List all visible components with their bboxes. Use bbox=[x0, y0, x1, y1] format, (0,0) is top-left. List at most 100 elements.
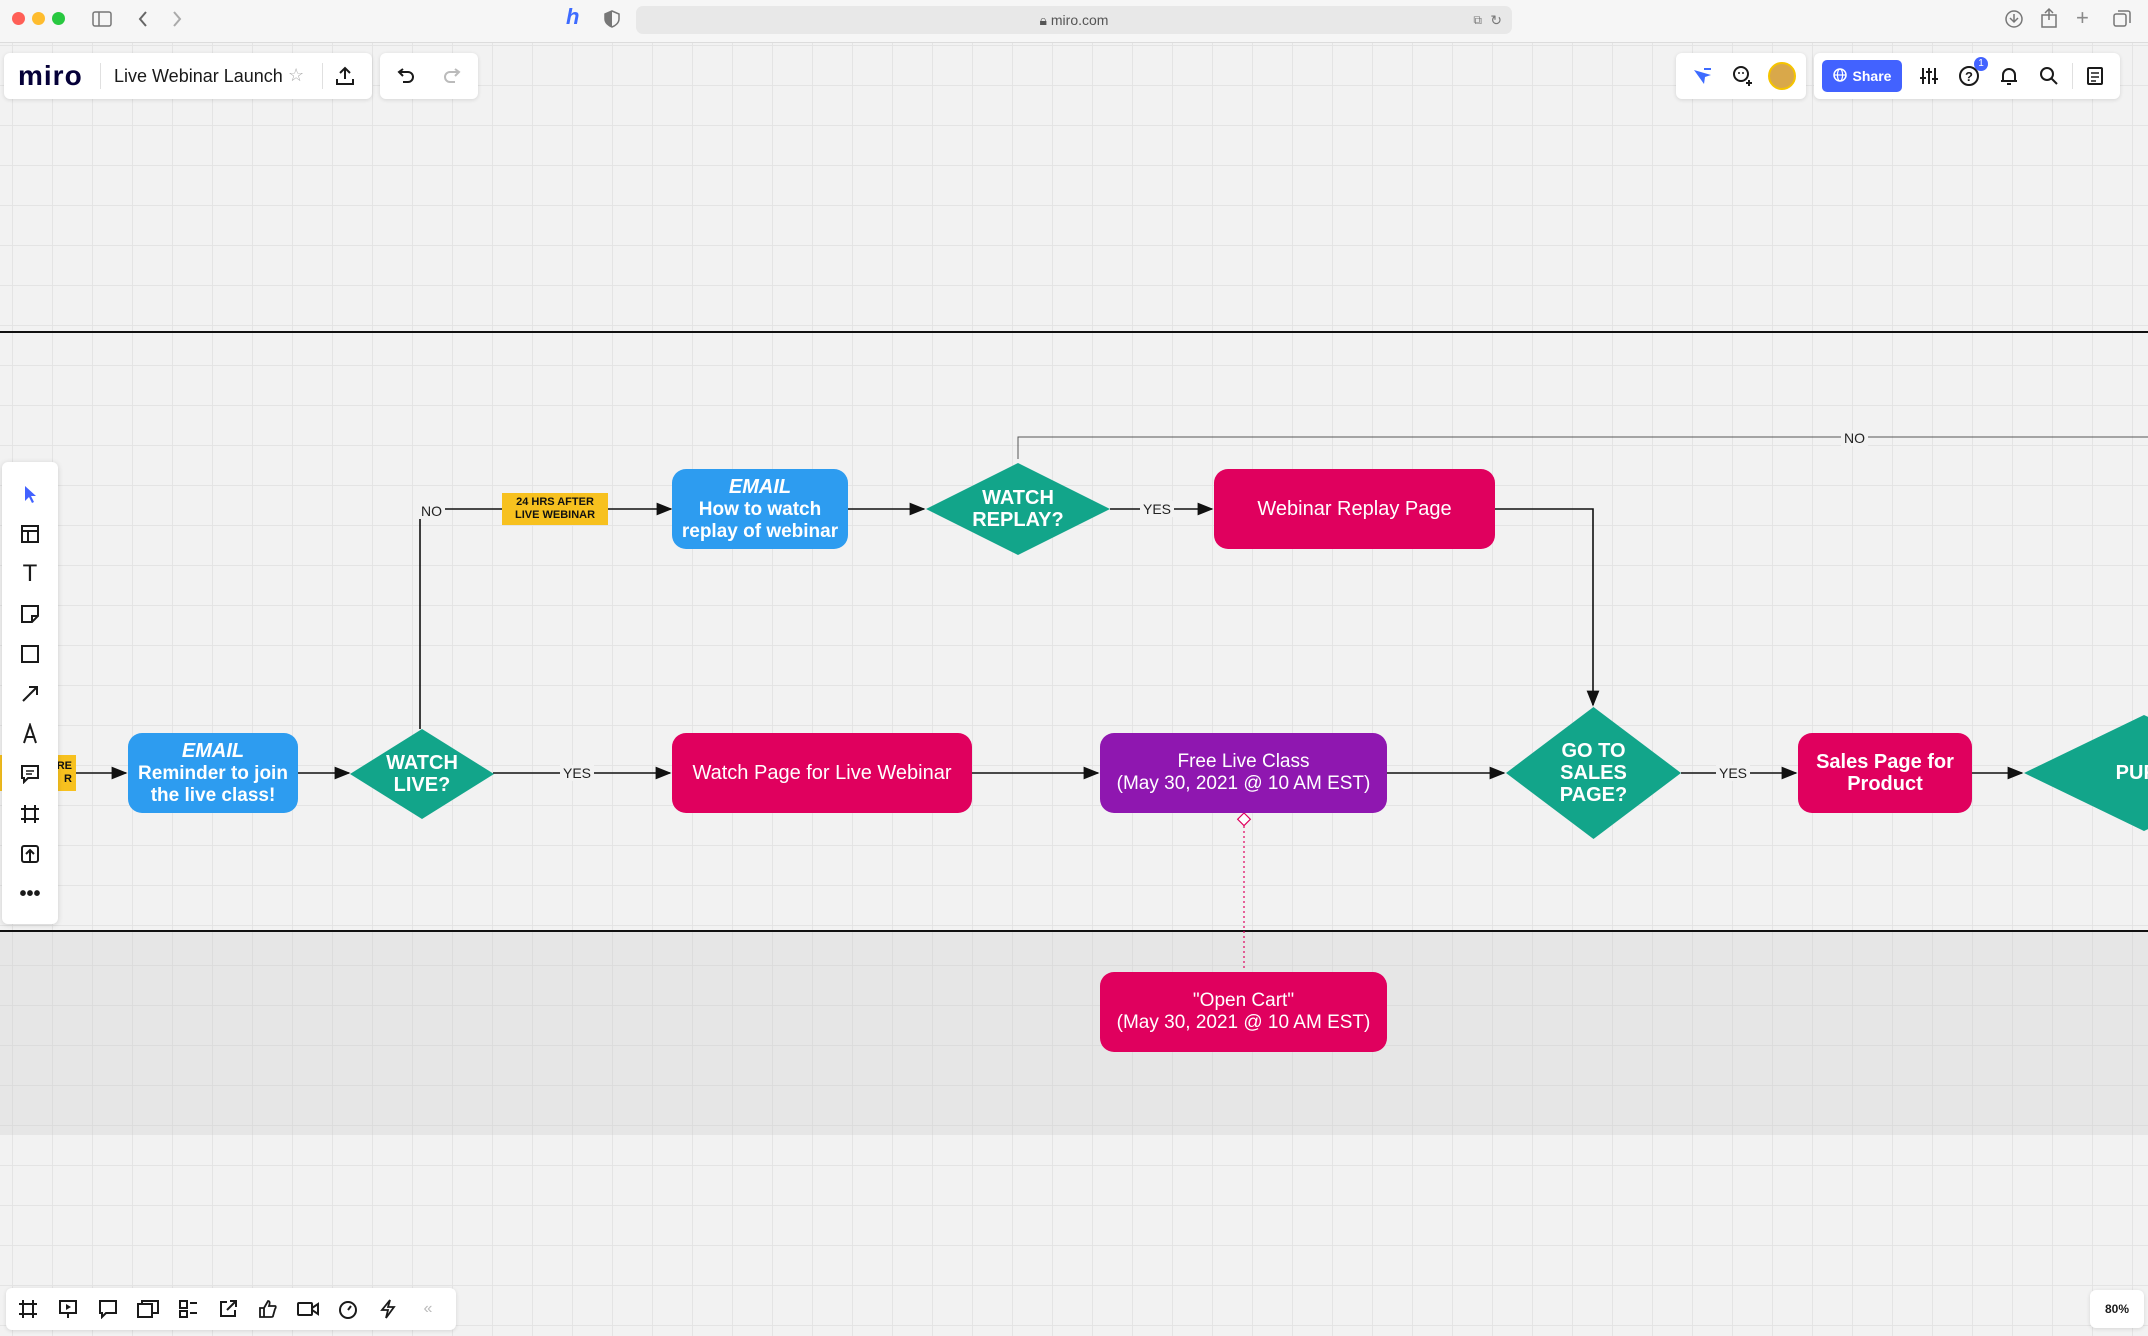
url-text: miro.com bbox=[1050, 12, 1109, 28]
card-text: Watch Page for Live Webinar bbox=[692, 761, 952, 784]
timer-icon[interactable] bbox=[336, 1297, 360, 1321]
reactions-icon[interactable] bbox=[256, 1297, 280, 1321]
pen-icon[interactable] bbox=[16, 720, 44, 748]
card-text: the live class! bbox=[150, 784, 276, 806]
redo-icon[interactable] bbox=[440, 63, 466, 89]
watch-live-decision[interactable]: WATCH LIVE? bbox=[350, 729, 494, 819]
extension-icon[interactable]: h bbox=[566, 4, 580, 29]
sticky-note[interactable]: 24 HRS AFTER LIVE WEBINAR bbox=[502, 493, 608, 525]
bell-icon[interactable] bbox=[1996, 63, 2022, 89]
frame-icon[interactable] bbox=[16, 800, 44, 828]
collapse-icon[interactable]: « bbox=[423, 1300, 433, 1317]
browser-toolbar: h 🔒︎ miro.com ⧉ ↻ + bbox=[0, 0, 2148, 43]
divider bbox=[2072, 63, 2073, 89]
card-text: How to watch bbox=[698, 498, 822, 520]
export-icon[interactable] bbox=[332, 63, 358, 89]
decision-text: SALES bbox=[1560, 762, 1627, 784]
select-cursor-icon[interactable] bbox=[16, 480, 44, 508]
invite-collaborator-icon[interactable] bbox=[1730, 63, 1756, 89]
connector bbox=[419, 508, 502, 729]
comments-icon[interactable] bbox=[96, 1297, 120, 1321]
edge-label-yes: YES bbox=[1140, 501, 1175, 517]
swimlane-divider-bottom bbox=[0, 930, 2148, 932]
url-bar[interactable]: 🔒︎ miro.com ⧉ ↻ bbox=[636, 6, 1512, 34]
sticky-text: R bbox=[64, 773, 72, 785]
more-tools-icon[interactable]: ••• bbox=[19, 882, 41, 905]
comment-icon[interactable] bbox=[16, 760, 44, 788]
card-text: Free Live Class bbox=[1177, 751, 1310, 772]
zoom-level[interactable]: 80% bbox=[2090, 1290, 2144, 1328]
sales-page-card[interactable]: Sales Page for Product bbox=[1798, 733, 1972, 813]
privacy-shield-icon[interactable] bbox=[604, 10, 620, 32]
presentation-icon[interactable] bbox=[56, 1297, 80, 1321]
forward-icon[interactable] bbox=[170, 9, 184, 33]
back-icon[interactable] bbox=[136, 9, 150, 33]
sticky-text: RE bbox=[56, 760, 72, 772]
notes-list-icon[interactable] bbox=[2082, 63, 2108, 89]
kanban-icon[interactable] bbox=[176, 1297, 200, 1321]
undo-icon[interactable] bbox=[392, 63, 418, 89]
reload-icon[interactable]: ↻ bbox=[1490, 12, 1502, 28]
templates-icon[interactable] bbox=[16, 520, 44, 548]
watch-page-card[interactable]: Watch Page for Live Webinar bbox=[672, 733, 972, 813]
decision-text: REPLAY? bbox=[972, 509, 1064, 531]
card-text: Product bbox=[1847, 773, 1923, 795]
tab-overview-icon[interactable] bbox=[2112, 9, 2132, 33]
card-text: (May 30, 2021 @ 10 AM EST) bbox=[1116, 1012, 1371, 1033]
globe-icon bbox=[1832, 67, 1847, 85]
sales-page-decision[interactable]: GO TO SALES PAGE? bbox=[1506, 707, 1681, 839]
shape-icon[interactable] bbox=[16, 640, 44, 668]
card-text: Sales Page for bbox=[1816, 751, 1954, 773]
close-window-button[interactable] bbox=[12, 12, 25, 25]
upload-icon[interactable] bbox=[16, 840, 44, 868]
zoom-window-button[interactable] bbox=[52, 12, 65, 25]
translate-icon[interactable]: ⧉ bbox=[1473, 13, 1482, 27]
edge-label-yes: YES bbox=[560, 765, 595, 781]
purchase-decision[interactable]: PURC bbox=[2024, 715, 2148, 831]
email-replay-card[interactable]: EMAIL How to watch replay of webinar bbox=[672, 469, 848, 549]
video-call-icon[interactable] bbox=[296, 1297, 320, 1321]
star-icon[interactable]: ☆ bbox=[288, 65, 305, 85]
miro-logo[interactable]: miro bbox=[18, 60, 83, 91]
email-reminder-card[interactable]: EMAIL Reminder to join the live class! bbox=[128, 733, 298, 813]
connector bbox=[1017, 436, 2148, 459]
free-live-class-card[interactable]: Free Live Class (May 30, 2021 @ 10 AM ES… bbox=[1100, 733, 1387, 813]
edge-label-yes: YES bbox=[1716, 765, 1751, 781]
text-icon[interactable]: T bbox=[22, 560, 38, 587]
share-page-icon[interactable] bbox=[2040, 7, 2058, 33]
decision-text: LIVE? bbox=[393, 774, 451, 796]
minimize-window-button[interactable] bbox=[32, 12, 45, 25]
notification-badge: 1 bbox=[1974, 57, 1988, 71]
board-canvas[interactable]: NO NO YES YES YES RE R EMAIL Reminder to… bbox=[0, 43, 2148, 1336]
board-actions-panel: Share ? 1 bbox=[1814, 53, 2120, 99]
collaboration-panel bbox=[1676, 53, 1806, 99]
undo-redo-panel bbox=[380, 53, 478, 99]
settings-sliders-icon[interactable] bbox=[1916, 63, 1942, 89]
connector bbox=[1495, 508, 1600, 707]
cards-icon[interactable] bbox=[136, 1297, 160, 1321]
cursor-attention-icon[interactable] bbox=[1688, 64, 1714, 90]
connection-line-icon[interactable] bbox=[16, 680, 44, 708]
new-tab-icon[interactable]: + bbox=[2076, 5, 2089, 30]
connectors-layer bbox=[58, 436, 2148, 971]
webinar-replay-page-card[interactable]: Webinar Replay Page bbox=[1214, 469, 1495, 549]
share-label: Share bbox=[1852, 68, 1892, 84]
embed-icon[interactable] bbox=[216, 1297, 240, 1321]
divider bbox=[322, 63, 323, 89]
sticky-note-icon[interactable] bbox=[16, 600, 44, 628]
lightning-icon[interactable] bbox=[376, 1297, 400, 1321]
search-icon[interactable] bbox=[2036, 63, 2062, 89]
board-title[interactable]: Live Webinar Launch bbox=[114, 66, 283, 86]
sidebar-toggle-icon[interactable] bbox=[92, 10, 112, 32]
frames-icon[interactable] bbox=[16, 1297, 40, 1321]
sticky-text: LIVE WEBINAR bbox=[514, 509, 596, 521]
creation-toolbar: T ••• bbox=[2, 462, 58, 924]
downloads-icon[interactable] bbox=[2004, 9, 2024, 33]
watch-replay-decision[interactable]: WATCH REPLAY? bbox=[926, 463, 1110, 555]
share-button[interactable]: Share bbox=[1822, 60, 1902, 92]
avatar[interactable] bbox=[1768, 62, 1796, 90]
card-text: replay of webinar bbox=[681, 520, 839, 542]
edge-label-no: NO bbox=[1841, 430, 1868, 446]
help-icon[interactable]: ? bbox=[1956, 63, 1982, 89]
open-cart-card[interactable]: "Open Cart" (May 30, 2021 @ 10 AM EST) bbox=[1100, 972, 1387, 1052]
